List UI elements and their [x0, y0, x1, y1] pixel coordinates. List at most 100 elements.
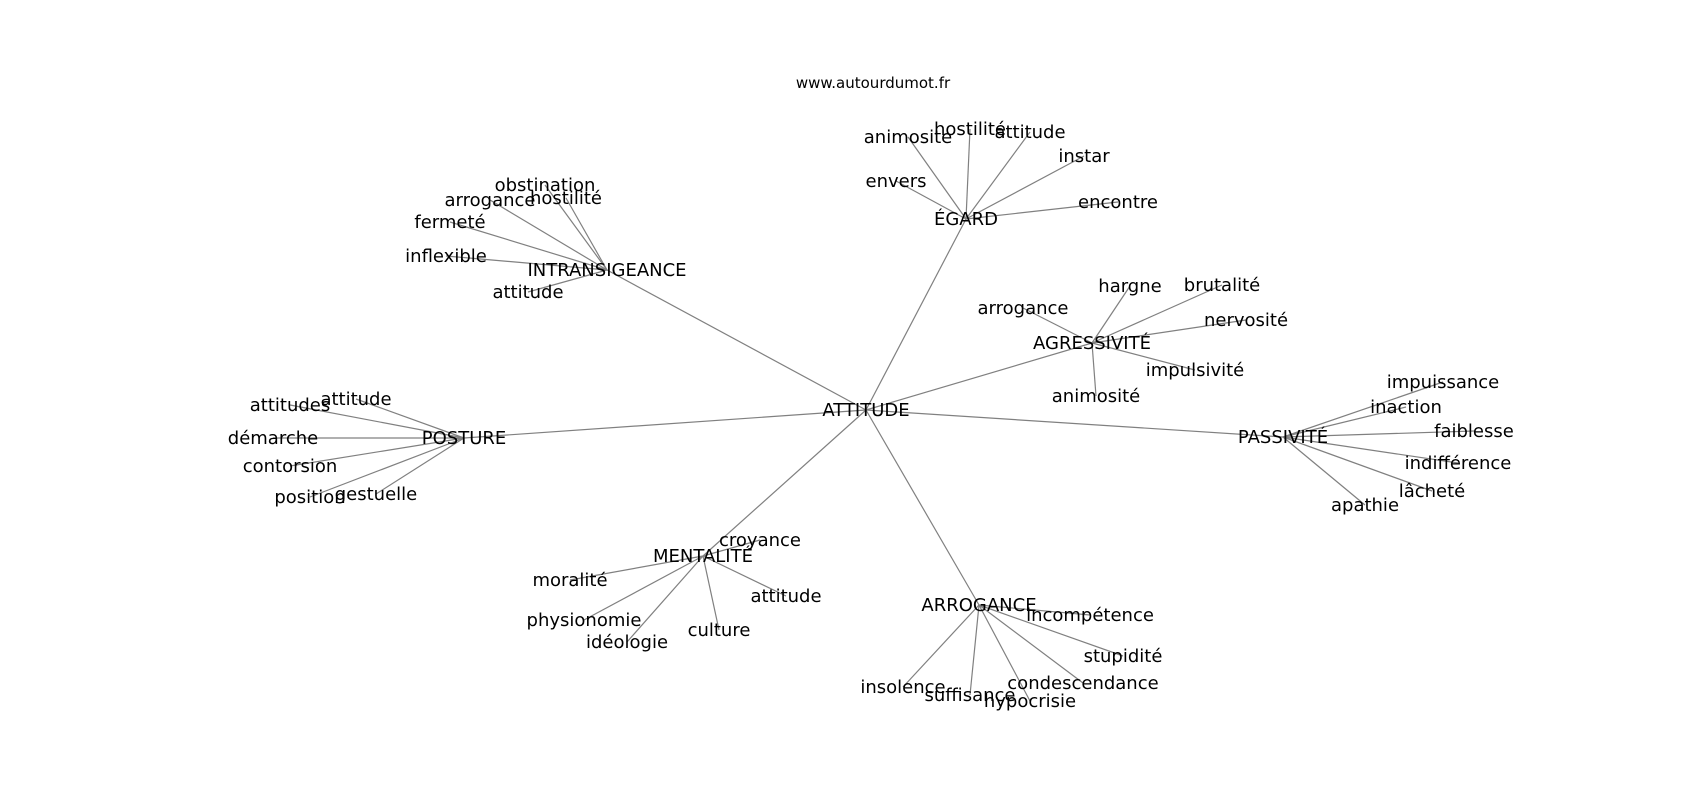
edge-leaf-6-3 [902, 604, 980, 688]
edge-leaf-4-4 [1282, 436, 1433, 492]
leaf-word-label: idéologie [586, 632, 668, 653]
graph-labels: animositehostilitéattitudeinstarenversen… [228, 119, 1514, 712]
leaf-word-label: faiblesse [1434, 421, 1514, 442]
leaf-word-label: attitudes [250, 395, 331, 416]
leaf-word-label: hostilité [934, 119, 1006, 140]
edge-leaf-2-3 [1091, 319, 1247, 344]
leaf-word-label: condescendance [1007, 673, 1158, 694]
leaf-word-label: inflexible [405, 246, 487, 267]
source-url: www.autourdumot.fr [796, 74, 951, 92]
graph-edges [273, 128, 1475, 702]
leaf-word-label: démarche [228, 428, 318, 449]
leaf-word-label: nervosité [1204, 310, 1288, 331]
edge-leaf-4-1 [1282, 406, 1407, 438]
edge-root-3 [463, 409, 867, 439]
leaf-word-label: indifférence [1405, 453, 1512, 474]
edge-leaf-2-1 [1091, 284, 1223, 344]
edge-leaf-3-5 [375, 437, 465, 495]
leaf-word-label: instar [1058, 146, 1110, 167]
leaf-word-label: insolence [860, 677, 945, 698]
leaf-word-label: culture [688, 620, 751, 641]
edge-leaf-6-5 [978, 604, 1031, 702]
group-node-label: ÉGARD [934, 208, 998, 230]
edge-leaf-1-0 [544, 184, 608, 271]
leaf-word-label: arrogance [978, 298, 1069, 319]
leaf-word-label: hostilité [530, 188, 602, 209]
edge-leaf-2-0 [1091, 285, 1131, 344]
leaf-word-label: attitude [994, 122, 1065, 143]
leaf-word-label: hypocrisie [984, 691, 1076, 712]
edge-leaf-2-2 [1022, 307, 1093, 344]
leaf-word-label: brutalité [1184, 275, 1260, 296]
edge-leaf-5-5 [702, 555, 720, 631]
edge-leaf-0-4 [895, 180, 967, 220]
edge-leaf-5-3 [583, 555, 704, 621]
leaf-word-label: apathie [1331, 495, 1399, 516]
leaf-word-label: incompétence [1026, 605, 1154, 626]
edge-root-4 [865, 409, 1284, 438]
leaf-word-label: obstination [495, 175, 596, 196]
leaf-word-label: animosite [864, 127, 953, 148]
edge-leaf-3-4 [309, 437, 465, 498]
group-node-label: PASSIVITÉ [1238, 426, 1328, 448]
edge-leaf-1-5 [527, 269, 608, 293]
leaf-word-label: fermeté [414, 212, 485, 233]
edge-leaf-1-1 [489, 199, 608, 271]
leaf-word-label: animosité [1052, 386, 1141, 407]
edge-leaf-4-5 [1282, 436, 1366, 506]
edge-leaf-3-3 [289, 437, 465, 467]
leaf-word-label: inaction [1370, 397, 1442, 418]
edge-leaf-0-5 [965, 201, 1119, 220]
edge-leaf-1-3 [449, 221, 608, 271]
edge-leaf-5-2 [702, 555, 787, 597]
leaf-word-label: impuissance [1387, 372, 1500, 393]
leaf-word-label: suffisance [925, 685, 1016, 706]
edge-leaf-5-1 [569, 555, 704, 581]
edge-leaf-3-0 [355, 398, 465, 439]
edge-leaf-6-2 [978, 604, 1084, 684]
leaf-word-label: physionomie [527, 610, 642, 631]
edge-root-6 [865, 409, 980, 606]
leaf-word-label: contorsion [243, 456, 338, 477]
edge-root-0 [865, 218, 967, 411]
leaf-word-label: attitude [492, 282, 563, 303]
leaf-word-label: attitude [750, 586, 821, 607]
leaf-word-label: position [274, 487, 345, 508]
group-node-label: MENTALITÉ [653, 545, 753, 567]
leaf-word-label: attitude [320, 389, 391, 410]
leaf-word-label: lâcheté [1399, 481, 1466, 502]
edge-root-1 [606, 269, 867, 411]
edge-leaf-2-5 [1091, 342, 1097, 397]
edge-leaf-6-4 [969, 604, 980, 696]
leaf-word-label: impulsivité [1146, 360, 1245, 381]
group-node-label: ARROGANCE [921, 595, 1036, 616]
leaf-word-label: stupidité [1084, 646, 1163, 667]
leaf-word-label: hargne [1098, 276, 1161, 297]
leaf-word-label: croyance [719, 530, 801, 551]
leaf-word-label: gestuelle [335, 484, 418, 505]
group-node-label: POSTURE [422, 428, 507, 449]
leaf-word-label: encontre [1078, 192, 1158, 213]
edge-leaf-0-0 [907, 136, 967, 220]
edge-leaf-6-1 [978, 604, 1124, 657]
edge-leaf-4-3 [1282, 436, 1459, 464]
edge-leaf-1-4 [445, 255, 608, 271]
edge-leaf-4-0 [1282, 381, 1444, 438]
leaf-word-label: envers [866, 171, 927, 192]
edge-leaf-0-1 [965, 128, 971, 220]
edge-root-2 [865, 342, 1093, 411]
edge-leaf-1-2 [565, 197, 608, 271]
root-node-label: ATTITUDE [822, 400, 909, 421]
edge-leaf-3-1 [289, 404, 465, 439]
group-node-label: INTRANSIGEANCE [527, 260, 686, 281]
edge-leaf-6-0 [978, 604, 1091, 616]
edge-leaf-5-0 [702, 539, 761, 557]
edge-leaf-0-3 [965, 155, 1085, 220]
leaf-word-label: moralité [532, 570, 607, 591]
leaf-word-label: arrogance [445, 190, 536, 211]
edge-leaf-4-2 [1282, 430, 1475, 438]
edge-leaf-2-4 [1091, 342, 1196, 371]
group-node-label: AGRESSIVITÉ [1033, 332, 1151, 354]
edge-leaf-0-2 [965, 131, 1031, 220]
